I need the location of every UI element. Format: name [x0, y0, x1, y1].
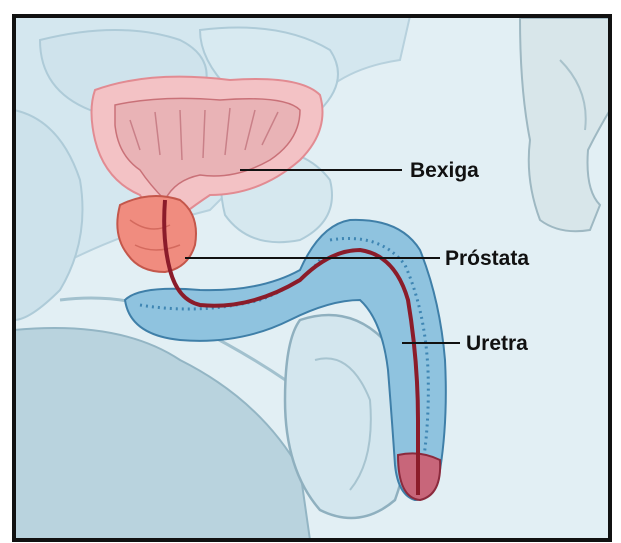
bladder-label: Bexiga	[410, 159, 479, 182]
prostate-label: Próstata	[445, 247, 529, 270]
urethra-label: Uretra	[466, 332, 528, 355]
hand-silhouette	[520, 18, 610, 231]
